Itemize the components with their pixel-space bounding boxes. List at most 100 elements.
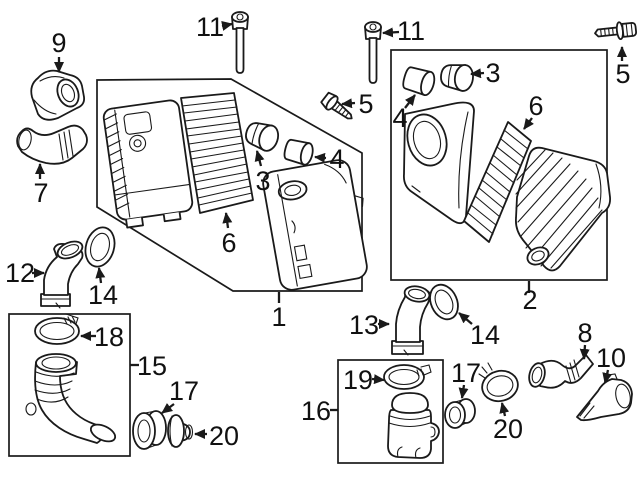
- clamp-band: [383, 364, 425, 390]
- callout-20-right[interactable]: 20: [493, 414, 523, 444]
- clamp-band-inner: [486, 375, 514, 397]
- callout-12[interactable]: 12: [5, 258, 35, 288]
- part-13-elbow: [391, 285, 432, 356]
- callout-5-right[interactable]: 5: [615, 59, 630, 89]
- callout-17-left[interactable]: 17: [169, 376, 199, 406]
- cap-4-box2: [402, 66, 436, 97]
- hose-opening-inner: [531, 366, 543, 384]
- screw-5-center: [320, 91, 353, 120]
- arrow-6-box1: [222, 212, 233, 229]
- screw-5-top-right: [594, 21, 637, 41]
- cap-3-box2: [440, 64, 474, 92]
- callout-7[interactable]: 7: [33, 178, 48, 208]
- callout-5-center[interactable]: 5: [358, 89, 373, 119]
- clamp-screw: [63, 313, 79, 325]
- housing-wall: [411, 111, 469, 209]
- grommet-17-left: [132, 410, 167, 450]
- housing-port: [129, 134, 147, 152]
- hose-side-nub: [25, 402, 37, 416]
- arrow-4-box1: [314, 152, 327, 163]
- clamp-band-inner: [39, 321, 75, 341]
- clamp-band: [481, 369, 519, 403]
- housing-outlet-inner: [531, 250, 545, 262]
- callout-8[interactable]: 8: [577, 318, 592, 348]
- filter-pleats: [467, 129, 529, 235]
- arrow-5-center: [341, 98, 356, 109]
- hose-end-opening: [18, 129, 32, 151]
- cap-face: [453, 64, 474, 92]
- callout-13[interactable]: 13: [349, 310, 379, 340]
- screw-flange: [325, 95, 339, 111]
- callout-4-box1[interactable]: 4: [329, 144, 344, 174]
- hose-bellows: [34, 371, 75, 403]
- o-ring-14-right: [429, 283, 459, 321]
- arrow-19: [371, 374, 385, 385]
- cap-face: [420, 70, 436, 97]
- grommet-17-right: [444, 398, 476, 429]
- callout-4-box2[interactable]: 4: [392, 103, 407, 133]
- callout-6-box1[interactable]: 6: [221, 228, 236, 258]
- cap-face: [258, 124, 280, 152]
- assembly-box-15: [8, 313, 131, 457]
- elbow-bottom-collar: [391, 340, 424, 355]
- intake-hose-15: [25, 353, 117, 444]
- grommet-hole: [137, 419, 151, 443]
- housing-feet: [125, 211, 182, 229]
- hose-outlet-flange: [89, 423, 117, 443]
- callout-11-left[interactable]: 11: [196, 12, 224, 42]
- o-ring-inner: [89, 232, 111, 262]
- grommet-disc-edge: [169, 415, 173, 447]
- hose-16: [387, 392, 440, 459]
- hose-body: [16, 124, 88, 165]
- housing-seam: [113, 183, 191, 196]
- part-7-inlet-hose: [16, 124, 88, 165]
- air-cleaner-lower-housing-2: [403, 101, 475, 225]
- hose-ribs: [58, 129, 74, 161]
- air-cleaner-upper-housing-1: [262, 159, 368, 291]
- callout-16[interactable]: 16: [301, 396, 331, 426]
- bolt-11-right: [364, 21, 382, 84]
- callout-18[interactable]: 18: [94, 322, 124, 352]
- hose-top-opening-inner: [41, 356, 71, 370]
- callout-14-left[interactable]: 14: [88, 280, 118, 310]
- clamp-18: [34, 313, 80, 345]
- callout-2[interactable]: 2: [522, 285, 537, 315]
- housing-body: [262, 159, 368, 291]
- callout-19[interactable]: 19: [343, 365, 373, 395]
- callout-9[interactable]: 9: [51, 28, 66, 58]
- scoop-opening-inner: [60, 83, 76, 103]
- clamp-band-inner: [388, 368, 420, 386]
- callout-20-left[interactable]: 20: [209, 421, 239, 451]
- callout-10[interactable]: 10: [596, 343, 626, 373]
- arrow-6-box2: [523, 117, 534, 130]
- arrow-8: [579, 344, 590, 360]
- callout-1[interactable]: 1: [271, 302, 286, 332]
- clamp-19: [383, 364, 432, 390]
- cap-face: [299, 142, 314, 166]
- grommet-disc: [167, 414, 185, 448]
- callout-3-box2[interactable]: 3: [485, 58, 500, 88]
- callout-11-right[interactable]: 11: [397, 16, 425, 46]
- arrow-11-right: [382, 27, 400, 38]
- housing-louvers: [515, 149, 603, 269]
- arrow-10: [602, 369, 613, 384]
- cap-step: [447, 64, 453, 88]
- callout-6-box2[interactable]: 6: [528, 91, 543, 121]
- callout-3-box1[interactable]: 3: [255, 166, 270, 196]
- arrow-11-left: [221, 21, 233, 31]
- bolt-11-left: [231, 11, 249, 74]
- grommet-hole: [448, 406, 462, 424]
- arrow-14-left: [95, 267, 106, 284]
- air-filter-element-2: [463, 121, 532, 243]
- housing-body: [514, 146, 611, 272]
- callout-15[interactable]: 15: [137, 351, 167, 381]
- o-ring-outer: [429, 283, 459, 321]
- callout-17-right[interactable]: 17: [451, 358, 481, 388]
- callout-14-right[interactable]: 14: [470, 320, 500, 350]
- grommet-stem-tip: [184, 424, 194, 440]
- screw-threads: [600, 26, 618, 37]
- housing-opening-inner: [412, 120, 442, 160]
- arrow-3-box2: [470, 68, 485, 79]
- screw-head-detail: [625, 22, 634, 37]
- cap-3-box1: [245, 122, 280, 152]
